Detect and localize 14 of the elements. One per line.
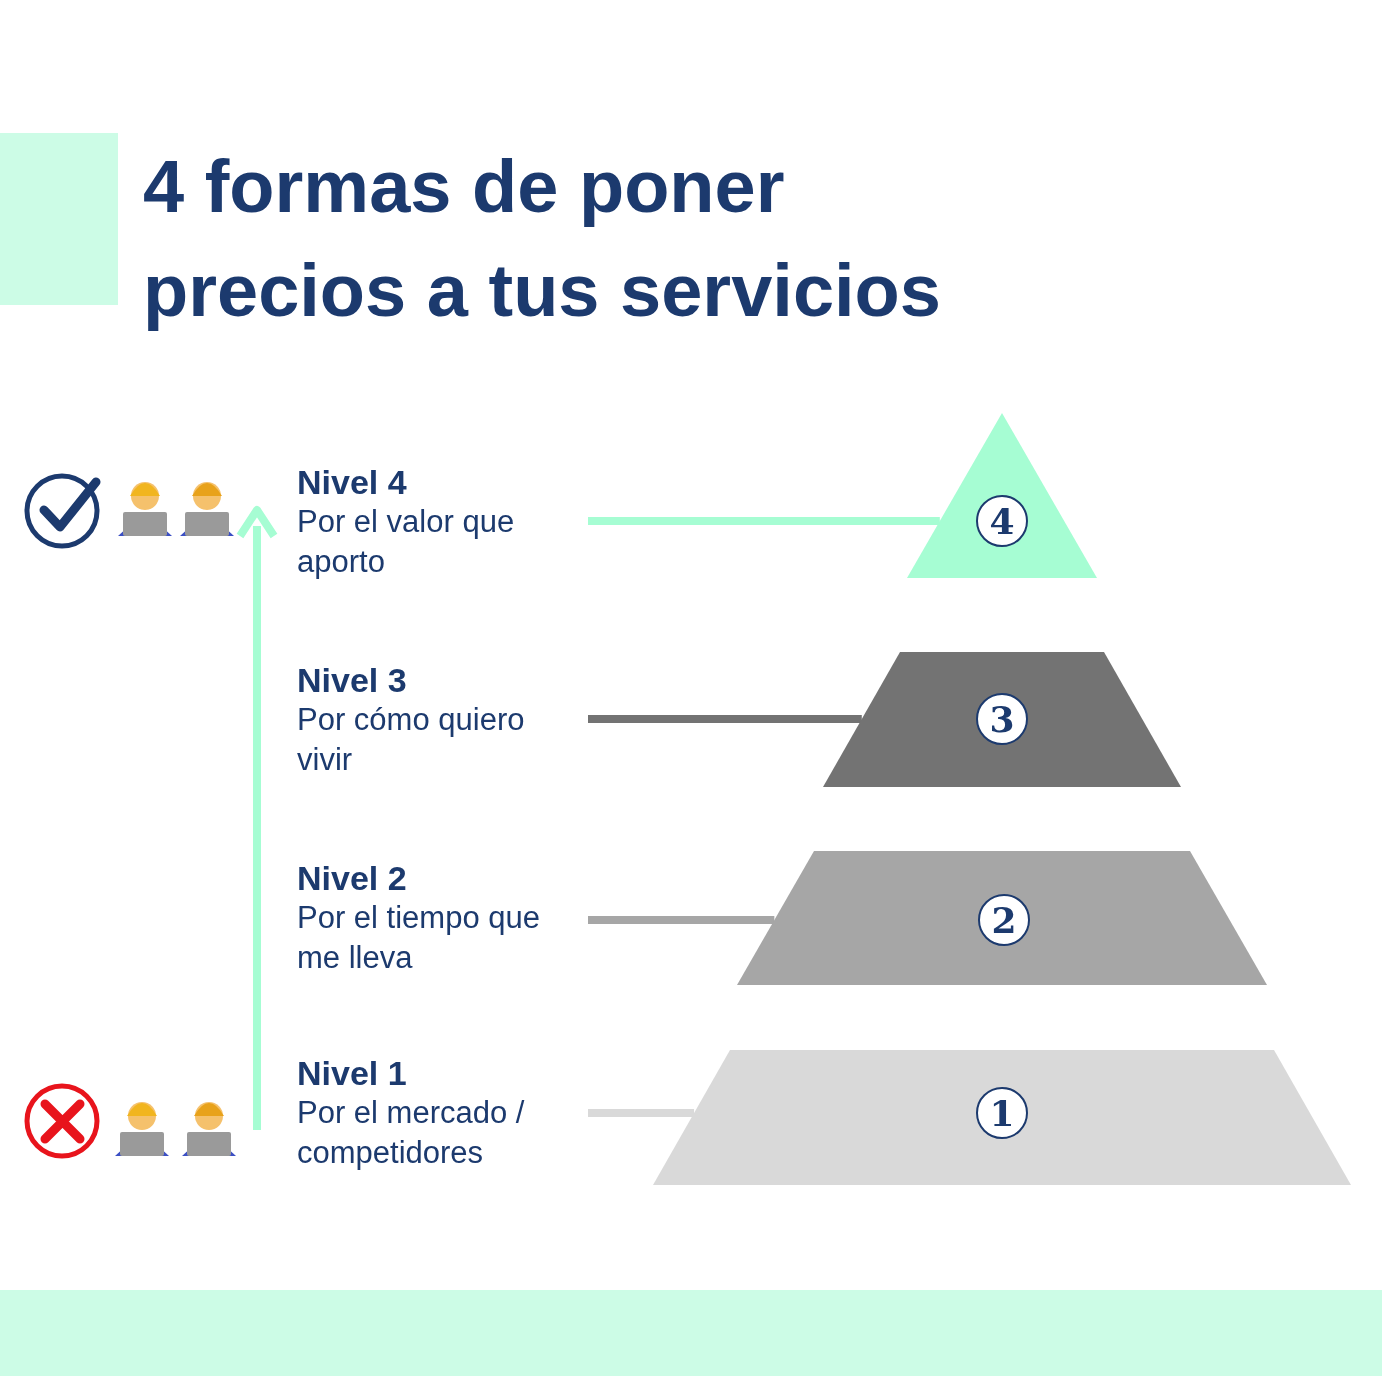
level-description: Por el valor que aporto [297,503,516,581]
title: 4 formas de poner precios a tus servicios [143,144,942,334]
level-description: Por el tiempo que me lleva [297,899,541,977]
level-description: Por cómo quiero vivir [297,701,526,779]
pyramid-level-trapezoid [737,851,1267,985]
pyramid-level-trapezoid [823,652,1181,787]
pyramid-level-trapezoid [653,1050,1351,1185]
connector-line [588,1109,695,1117]
pyramid-top-triangle [907,413,1097,578]
level-heading: Nivel 1 [297,1053,408,1093]
level-heading: Nivel 4 [297,462,408,502]
level-description: Por el mercado / competidores [297,1094,526,1172]
level-heading: Nivel 2 [297,858,408,898]
level-heading: Nivel 3 [297,660,408,700]
